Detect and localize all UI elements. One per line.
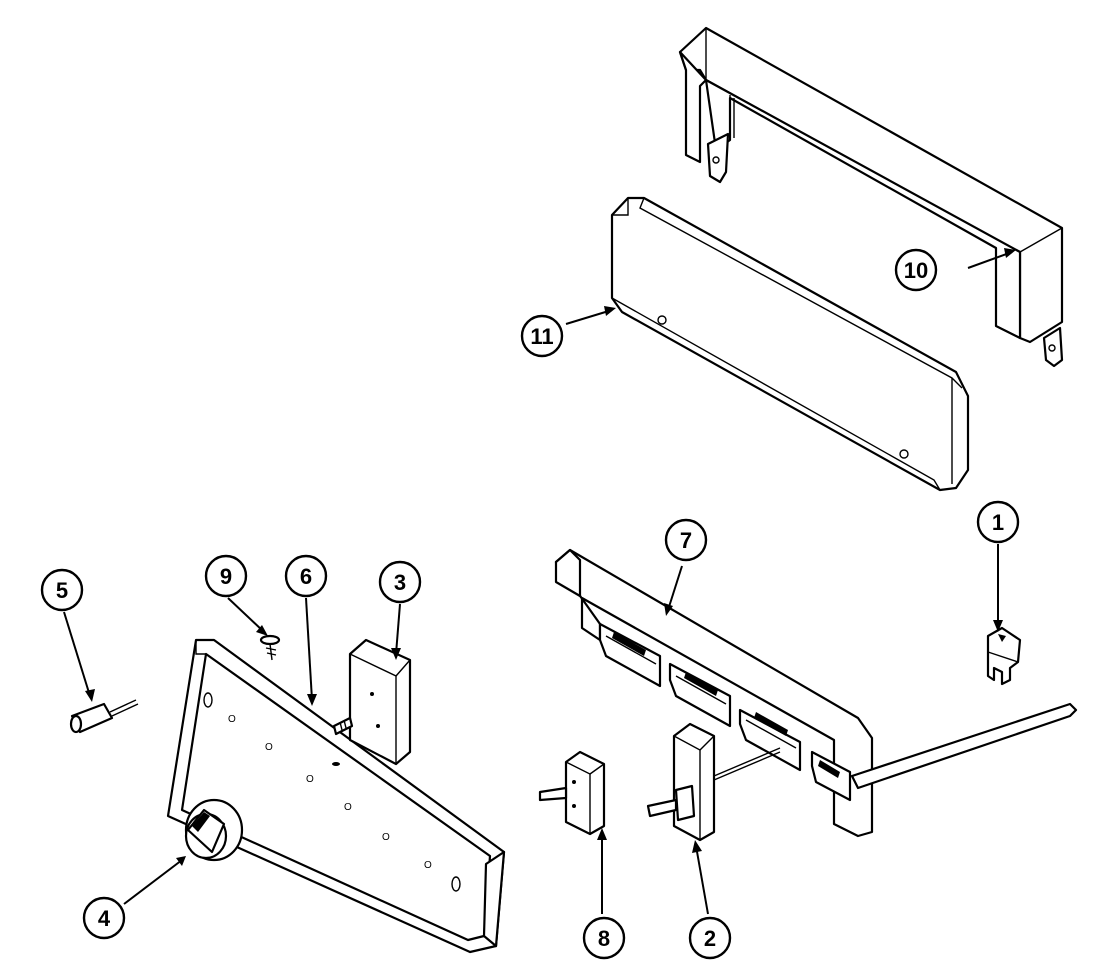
callout-label: 7 [680, 528, 692, 553]
callout-label: 4 [98, 906, 111, 931]
callout-2: 2 [688, 916, 732, 960]
leader-9 [227, 597, 265, 633]
callout-8: 8 [582, 916, 626, 960]
callout-7: 7 [664, 518, 708, 562]
leader-6 [305, 597, 313, 701]
part-3-switch [332, 638, 412, 766]
panel-markings: O O O O O O [228, 714, 432, 871]
panel-marking: O [265, 742, 273, 753]
callout-6: 6 [284, 554, 328, 598]
callout-5: 5 [40, 568, 84, 612]
leader-5 [63, 611, 91, 697]
callout-label: 2 [704, 926, 716, 951]
panel-marking: O [228, 714, 236, 725]
part-11-backguard-panel [610, 196, 970, 492]
leader-7 [667, 565, 683, 611]
part-10-backguard-shroud [678, 26, 1064, 368]
part-5-light [69, 699, 139, 734]
callout-1: 1 [976, 500, 1020, 544]
part-4-knob [184, 798, 244, 862]
callout-4: 4 [82, 896, 126, 940]
part-2-thermostat [646, 722, 781, 842]
part-6-control-panel [166, 638, 506, 954]
part-9-screw [259, 634, 281, 661]
callout-9: 9 [204, 554, 248, 598]
callout-label: 6 [300, 564, 312, 589]
leader-11 [565, 309, 613, 325]
part-8-switch [538, 750, 606, 836]
callout-label: 9 [220, 564, 232, 589]
panel-marking: O [424, 860, 432, 871]
leader-lines [63, 248, 1016, 915]
callout-label: 10 [904, 258, 928, 283]
panel-marking: O [382, 832, 390, 843]
callout-label: 8 [598, 926, 610, 951]
callout-3: 3 [378, 560, 422, 604]
part-1-clip [986, 626, 1022, 686]
leader-3 [395, 603, 401, 655]
callout-11: 11 [520, 314, 564, 358]
leader-2 [695, 845, 709, 915]
callout-10: 10 [894, 248, 938, 292]
part-7-control-bracket [554, 548, 1078, 838]
leader-10 [967, 251, 1013, 269]
callout-label: 1 [992, 510, 1004, 535]
panel-marking: O [306, 774, 314, 785]
leader-4 [123, 859, 183, 905]
callout-label: 11 [530, 324, 553, 349]
callout-label: 5 [56, 578, 68, 603]
panel-marking: O [344, 802, 352, 813]
callout-label: 3 [394, 570, 406, 595]
